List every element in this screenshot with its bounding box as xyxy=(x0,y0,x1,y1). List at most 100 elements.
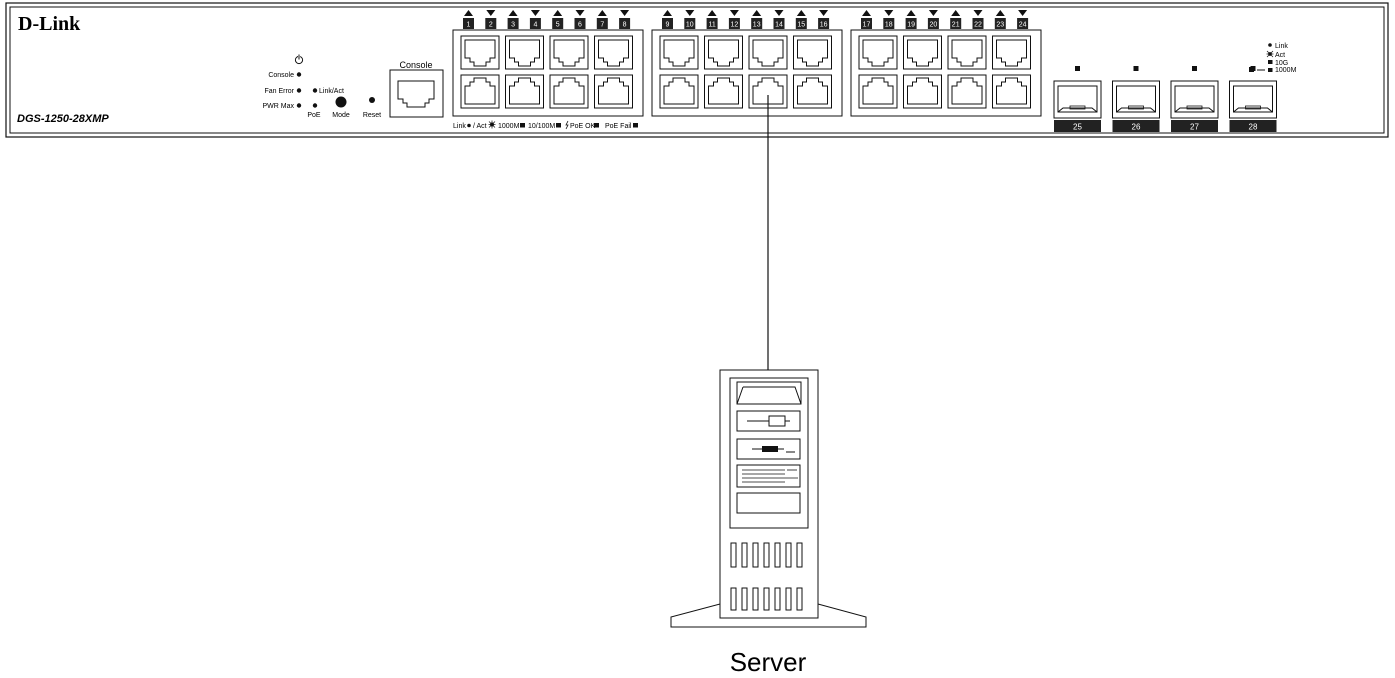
sfp-led-legend: Link Act 10G 1000M xyxy=(1249,43,1297,74)
rj45-port-19[interactable] xyxy=(903,35,942,70)
sfp-legend-link-square xyxy=(1249,67,1254,72)
port-number-label: 3 xyxy=(511,22,515,29)
port-number-label: 24 xyxy=(1019,22,1027,29)
port-number-8: 8 xyxy=(619,10,631,29)
rj45-port-6[interactable] xyxy=(549,74,589,109)
rj45-port-3[interactable] xyxy=(505,35,544,70)
rj45-port-23[interactable] xyxy=(992,35,1031,70)
port-number-6: 6 xyxy=(574,10,586,29)
vent-slot xyxy=(763,587,770,611)
rj45-port-21[interactable] xyxy=(947,35,987,70)
server-vents xyxy=(730,542,803,611)
legend-10-100m: 10/100M xyxy=(528,123,555,130)
server-tower-icon[interactable] xyxy=(670,369,867,628)
port-number-label: 15 xyxy=(797,22,805,29)
console-port[interactable]: Console xyxy=(389,60,444,118)
sfp-legend-act: Act xyxy=(1275,52,1285,59)
sfp-port-28[interactable]: 28 xyxy=(1229,66,1277,132)
rj45-port-11[interactable] xyxy=(704,35,743,70)
sfp-port-26[interactable]: 26 xyxy=(1112,66,1160,132)
sfp-led xyxy=(1075,66,1080,71)
rj45-port-15[interactable] xyxy=(793,35,832,70)
vent-slot xyxy=(796,587,803,611)
vent-slot xyxy=(730,542,737,568)
port-led-legend: Link / Act 1000M 10/100M PoE OK PoE Fail xyxy=(453,120,638,130)
port-number-23: 23 xyxy=(994,10,1006,29)
rj45-port-20[interactable] xyxy=(903,74,942,109)
port-number-19: 19 xyxy=(905,10,917,29)
sfp-legend-10g: 10G xyxy=(1275,60,1288,67)
rj45-port-2[interactable] xyxy=(460,74,500,109)
poe-led xyxy=(312,103,318,108)
legend-poe-fail-square xyxy=(633,123,638,128)
legend-poe-ok-square xyxy=(594,123,599,128)
blink-icon xyxy=(488,120,496,129)
vent-slot xyxy=(741,587,748,611)
sfp-port-27[interactable]: 27 xyxy=(1170,66,1219,132)
rj45-port-block-1 xyxy=(452,29,644,117)
vent-slot xyxy=(785,587,792,611)
port-number-label: 18 xyxy=(885,22,893,29)
rj45-port-8[interactable] xyxy=(594,74,633,109)
port-number-label: 12 xyxy=(731,22,739,29)
sfp-port-number: 28 xyxy=(1249,123,1258,132)
vent-slot xyxy=(730,587,737,611)
port-number-label: 10 xyxy=(686,22,694,29)
port-number-16: 16 xyxy=(818,10,830,29)
rj45-port-12[interactable] xyxy=(704,74,743,109)
mode-button[interactable] xyxy=(335,96,347,108)
port-number-label: 20 xyxy=(930,22,938,29)
port-number-12: 12 xyxy=(728,10,740,29)
legend-act: / Act xyxy=(473,123,487,130)
rj45-port-17[interactable] xyxy=(858,35,898,70)
console-port-label: Console xyxy=(399,60,432,70)
sfp-blink-icon xyxy=(1266,50,1274,58)
rj45-port-13[interactable] xyxy=(748,35,788,70)
vent-slot xyxy=(752,587,759,611)
rj45-port-1[interactable] xyxy=(460,35,500,70)
port-number-label: 2 xyxy=(489,22,493,29)
port-number-label: 9 xyxy=(666,22,670,29)
port-number-label: 6 xyxy=(578,22,582,29)
rj45-port-9[interactable] xyxy=(659,35,699,70)
rj45-port-16[interactable] xyxy=(793,74,832,109)
rj45-port-5[interactable] xyxy=(549,35,589,70)
link-act-led-label: Link/Act xyxy=(319,88,344,95)
sfp-port-25[interactable]: 25 xyxy=(1053,66,1102,132)
port-number-24: 24 xyxy=(1017,10,1029,29)
sfp-legend-1000m: 1000M xyxy=(1275,67,1297,74)
port-number-label: 11 xyxy=(708,22,715,29)
rj45-port-4[interactable] xyxy=(505,74,544,109)
legend-link-dot xyxy=(467,123,471,128)
port-number-10: 10 xyxy=(684,10,696,29)
rj45-port-22[interactable] xyxy=(947,74,987,109)
fan-error-led-label: Fan Error xyxy=(264,88,294,95)
rj45-port-24[interactable] xyxy=(992,74,1031,109)
sfp-led xyxy=(1133,66,1139,71)
legend-1000m: 1000M xyxy=(498,123,520,130)
vent-slot xyxy=(774,587,781,611)
rj45-port-block-3 xyxy=(850,29,1042,117)
reset-button[interactable] xyxy=(369,97,375,103)
port-number-label: 19 xyxy=(907,22,915,29)
port-number-14: 14 xyxy=(773,10,785,29)
port-number-label: 16 xyxy=(820,22,828,29)
fan-error-led xyxy=(296,88,302,93)
port-number-5: 5 xyxy=(552,10,564,29)
port-number-label: 14 xyxy=(775,22,783,29)
rj45-port-18[interactable] xyxy=(858,74,898,109)
rj45-port-7[interactable] xyxy=(594,35,633,70)
port-number-label: 23 xyxy=(996,22,1004,29)
pwr-max-led-label: PWR Max xyxy=(263,103,295,110)
power-icon xyxy=(294,54,304,65)
rj45-port-10[interactable] xyxy=(659,74,699,109)
port-number-label: 4 xyxy=(533,22,537,29)
rj45-port-block-2 xyxy=(651,29,843,117)
port-number-22: 22 xyxy=(972,10,984,29)
legend-link: Link xyxy=(453,123,466,130)
port-number-label: 21 xyxy=(952,22,960,29)
vent-slot xyxy=(785,542,792,568)
port-number-label: 8 xyxy=(623,22,627,29)
